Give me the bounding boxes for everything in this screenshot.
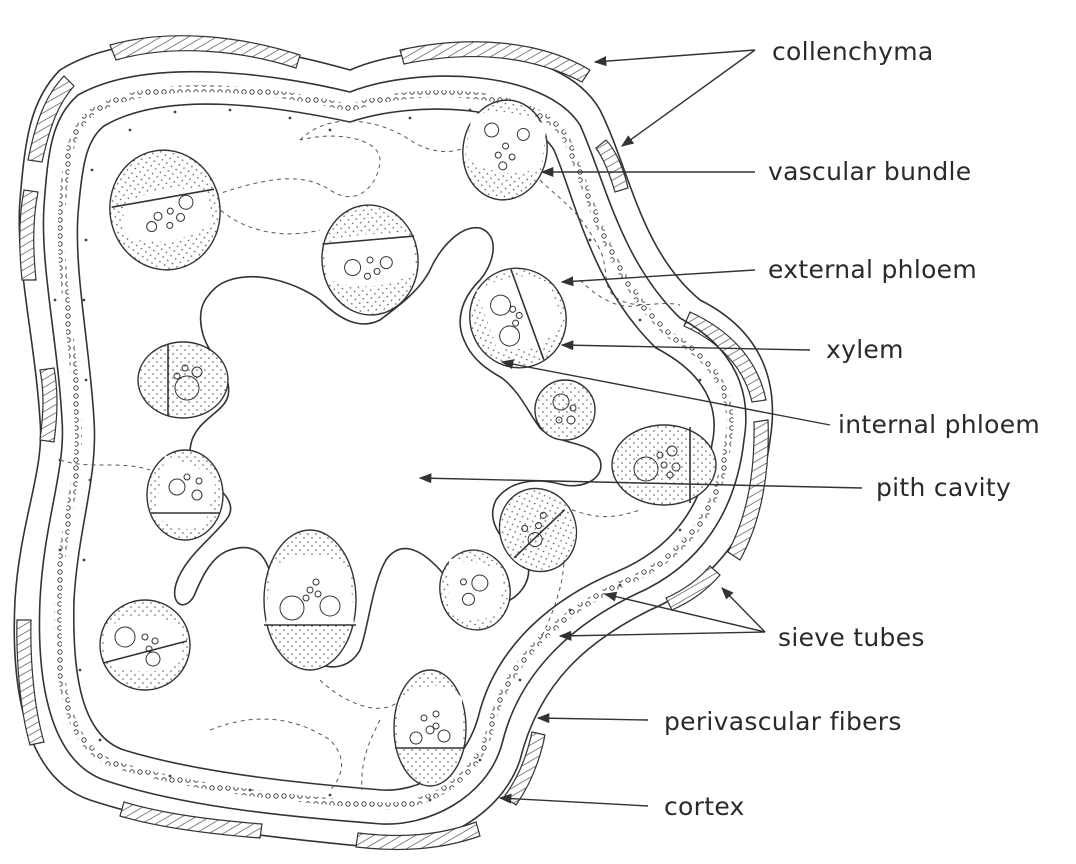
collenchyma-patch [728, 420, 768, 560]
label-external-phloem: external phloem [768, 255, 977, 284]
vascular-bundle [612, 425, 716, 505]
collenchyma-patch [110, 36, 300, 68]
vascular-bundle [100, 600, 190, 690]
label-vascular-bundle: vascular bundle [768, 157, 971, 186]
label-sieve-tubes: sieve tubes [778, 623, 925, 652]
label-cortex: cortex [664, 792, 745, 821]
collenchyma-patch [40, 368, 57, 442]
vascular-bundle [535, 380, 595, 440]
vascular-bundle [138, 342, 228, 418]
label-xylem: xylem [826, 335, 904, 364]
vascular-bundle [394, 670, 466, 786]
collenchyma-patch [20, 190, 38, 280]
vascular-bundle [147, 450, 223, 540]
label-internal-phloem: internal phloem [838, 410, 1040, 439]
label-perivascular-fibers: perivascular fibers [664, 707, 902, 736]
vascular-bundle [264, 530, 356, 670]
collenchyma-patch [120, 802, 262, 838]
label-pith-cavity: pith cavity [876, 473, 1011, 502]
label-collenchyma: collenchyma [772, 37, 934, 66]
vascular-bundle [434, 545, 517, 636]
vascular-bundle [100, 141, 229, 278]
collenchyma-patch [356, 822, 480, 849]
vascular-bundle [456, 255, 580, 382]
vascular-bundle [317, 201, 422, 319]
